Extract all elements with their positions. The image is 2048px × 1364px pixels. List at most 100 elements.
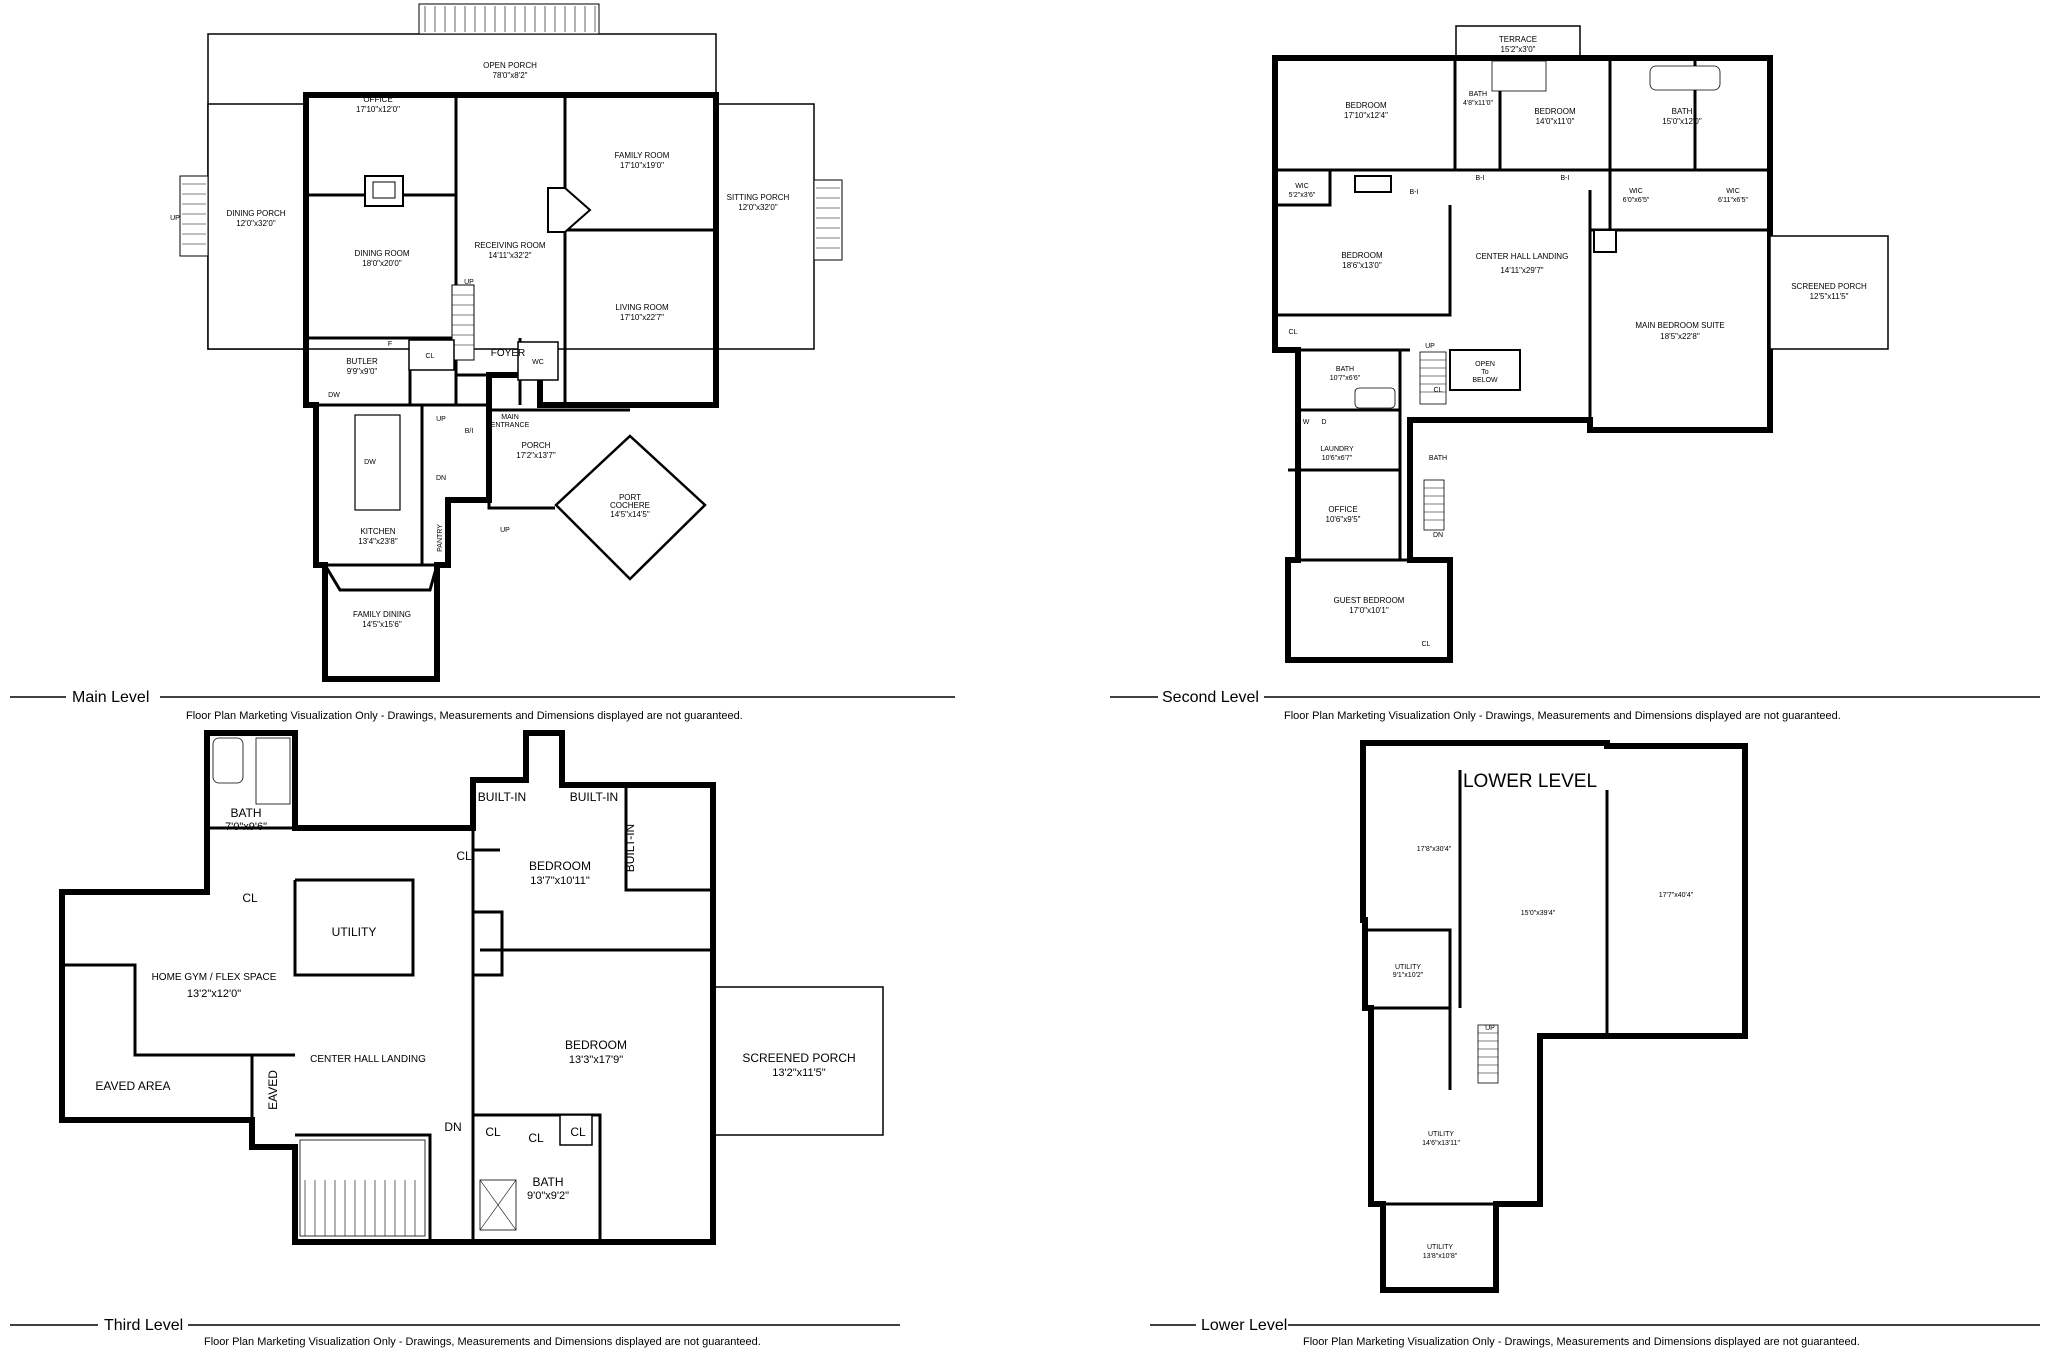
- main-up-back-tag: UP: [436, 416, 446, 423]
- third-built-in2-label: BUILT-IN: [570, 790, 618, 804]
- lower-up-tag: UP: [1485, 1025, 1495, 1032]
- second-bath4-label: BATH: [1429, 455, 1447, 462]
- second-w-tag: W: [1303, 419, 1310, 426]
- second-screened-porch-dim: 12'5"x11'5": [1810, 292, 1849, 301]
- second-main-suite-label: MAIN BEDROOM SUITE: [1635, 321, 1724, 330]
- second-wic3-dim: 6'11"x6'5": [1718, 197, 1749, 204]
- second-bedroom1-label: BEDROOM: [1345, 101, 1387, 110]
- lower-utility2-dim: 14'6"x13'11": [1422, 1140, 1460, 1147]
- main-dining-porch-dim: 12'0"x32'0": [236, 219, 276, 228]
- main-f-tag: F: [388, 341, 392, 348]
- main-receiving-room-label: RECEIVING ROOM: [474, 241, 545, 250]
- second-open-below-label-2: To: [1481, 369, 1489, 376]
- main-living-room-dim: 17'10"x22'7": [620, 313, 664, 322]
- second-bedroom2-dim: 14'0"x11'0": [1536, 117, 1575, 126]
- third-cl-tag-3: CL: [485, 1125, 501, 1139]
- main-family-room-dim: 17'10"x19'0": [620, 161, 664, 170]
- second-wic1-label: WIC: [1295, 183, 1309, 190]
- second-wic2-dim: 6'0"x6'5": [1623, 197, 1650, 204]
- second-bi-tag-3: B-I: [1410, 189, 1419, 196]
- second-laundry-label: LAUNDRY: [1320, 446, 1354, 453]
- main-family-dining-label: FAMILY DINING: [353, 610, 411, 619]
- second-level-disclaimer: Floor Plan Marketing Visualization Only …: [1284, 710, 1841, 722]
- second-open-below-label: OPEN: [1475, 361, 1495, 368]
- second-center-hall-dim: 14'11"x29'7": [1500, 266, 1543, 275]
- lower-room2-dim: 15'0"x39'4": [1521, 910, 1556, 917]
- main-up-tag: UP: [464, 279, 474, 286]
- main-port-cochere-label: PORT: [619, 493, 641, 502]
- main-dw-island-tag: DW: [364, 459, 376, 466]
- main-dining-porch-label: DINING PORCH: [226, 209, 285, 218]
- third-cl-tag-1: CL: [242, 891, 258, 905]
- second-wic3-label: WIC: [1726, 188, 1740, 195]
- second-main-suite-dim: 18'5"x22'8": [1660, 332, 1700, 341]
- third-bath1-dim: 7'0"x9'6": [225, 821, 267, 833]
- third-center-hall-label: CENTER HALL LANDING: [310, 1054, 426, 1065]
- main-up-west-tag: UP: [170, 215, 180, 222]
- main-dw-tag: DW: [328, 392, 340, 399]
- main-dn-tag: DN: [436, 475, 446, 482]
- second-bedroom1-dim: 17'10"x12'4": [1344, 111, 1388, 120]
- third-bedroom1-dim: 13'7"x10'11": [530, 875, 590, 887]
- third-bedroom1-label: BEDROOM: [529, 859, 591, 873]
- second-guest-bedroom-dim: 17'0"x10'1": [1349, 606, 1389, 615]
- main-sitting-porch-label: SITTING PORCH: [727, 193, 790, 202]
- main-open-porch-dim: 78'0"x8'2": [493, 71, 528, 80]
- third-bath1-label: BATH: [230, 806, 261, 820]
- third-home-gym-dim: 13'2"x12'0": [187, 988, 241, 1000]
- main-level-plan: OPEN PORCH 78'0"x8'2" DINING PORCH 12'0"…: [10, 3, 955, 722]
- second-wic1-dim: 5'2"x3'6": [1289, 192, 1316, 199]
- main-dining-room-label: DINING ROOM: [354, 249, 409, 258]
- main-living-room-label: LIVING ROOM: [615, 303, 669, 312]
- main-butler-dim: 9'9"x9'0": [347, 367, 378, 376]
- third-level-label: Third Level: [104, 1317, 183, 1334]
- second-bedroom3-dim: 18'6"x13'0": [1342, 261, 1382, 270]
- second-laundry-dim: 10'6"x6'7": [1322, 455, 1353, 462]
- second-level-plan: TERRACE 15'2"x3'0": [1110, 25, 2040, 722]
- third-home-gym-label: HOME GYM / FLEX SPACE: [152, 972, 277, 983]
- main-pantry-tag: PANTRY: [437, 524, 444, 552]
- main-kitchen-dim: 13'4"x23'8": [358, 537, 398, 546]
- second-bath2-dim: 15'0"x12'0": [1662, 117, 1702, 126]
- third-built-in1-label: BUILT-IN: [478, 790, 526, 804]
- lower-level-plan: LOWER LEVEL 17'8"x30'4" 15'0"x39'4" 17'7…: [1150, 740, 2040, 1348]
- main-porch-dim: 17'2"x13'7": [516, 451, 556, 460]
- main-entrance-label: MAIN: [501, 414, 519, 421]
- lower-utility1-label: UTILITY: [1395, 964, 1421, 971]
- second-office-dim: 10'6"x9'5": [1326, 515, 1361, 524]
- third-dn-tag: DN: [444, 1120, 461, 1134]
- main-cl-tag: CL: [426, 353, 435, 360]
- main-kitchen-label: KITCHEN: [360, 527, 395, 536]
- second-screened-porch-label: SCREENED PORCH: [1791, 282, 1867, 291]
- second-wic2-label: WIC: [1629, 188, 1643, 195]
- third-screened-porch-label: SCREENED PORCH: [742, 1051, 855, 1065]
- second-bath3-label: BATH: [1336, 366, 1354, 373]
- lower-utility3-dim: 13'8"x10'8": [1423, 1253, 1458, 1260]
- third-screened-porch-dim: 13'2"x11'5": [772, 1067, 825, 1079]
- lower-room1-dim: 17'8"x30'4": [1417, 846, 1452, 853]
- second-bath3-dim: 10'7"x6'6": [1330, 375, 1361, 382]
- main-butler-label: BUTLER: [346, 357, 378, 366]
- second-d-tag: D: [1321, 419, 1326, 426]
- main-foyer-label: FOYER: [491, 348, 525, 359]
- second-terrace-dim: 15'2"x3'0": [1501, 45, 1536, 54]
- third-bedroom2-label: BEDROOM: [565, 1038, 627, 1052]
- third-eaved-area-label: EAVED AREA: [95, 1079, 170, 1093]
- main-family-room-label: FAMILY ROOM: [615, 151, 670, 160]
- main-porch-label: PORCH: [522, 441, 551, 450]
- second-open-below-label-3: BELOW: [1472, 377, 1498, 384]
- main-office-label: OFFICE: [363, 95, 392, 104]
- third-level-plan: BATH 7'0"x9'6" BUILT-IN BUILT-IN BUILT-I…: [10, 730, 900, 1348]
- second-bedroom3-label: BEDROOM: [1341, 251, 1383, 260]
- third-eaved-label: EAVED: [266, 1070, 280, 1110]
- second-center-hall-label: CENTER HALL LANDING: [1476, 252, 1569, 261]
- main-level-label: Main Level: [72, 689, 149, 706]
- third-cl-tag-2: CL: [456, 849, 472, 863]
- lower-utility2-label: UTILITY: [1428, 1131, 1454, 1138]
- lower-room3-dim: 17'7"x40'4": [1659, 892, 1694, 899]
- second-bedroom2-label: BEDROOM: [1534, 107, 1576, 116]
- lower-level-disclaimer: Floor Plan Marketing Visualization Only …: [1303, 1336, 1860, 1348]
- third-level-disclaimer: Floor Plan Marketing Visualization Only …: [204, 1336, 761, 1348]
- main-open-porch-label: OPEN PORCH: [483, 61, 537, 70]
- second-guest-bedroom-label: GUEST BEDROOM: [1334, 596, 1405, 605]
